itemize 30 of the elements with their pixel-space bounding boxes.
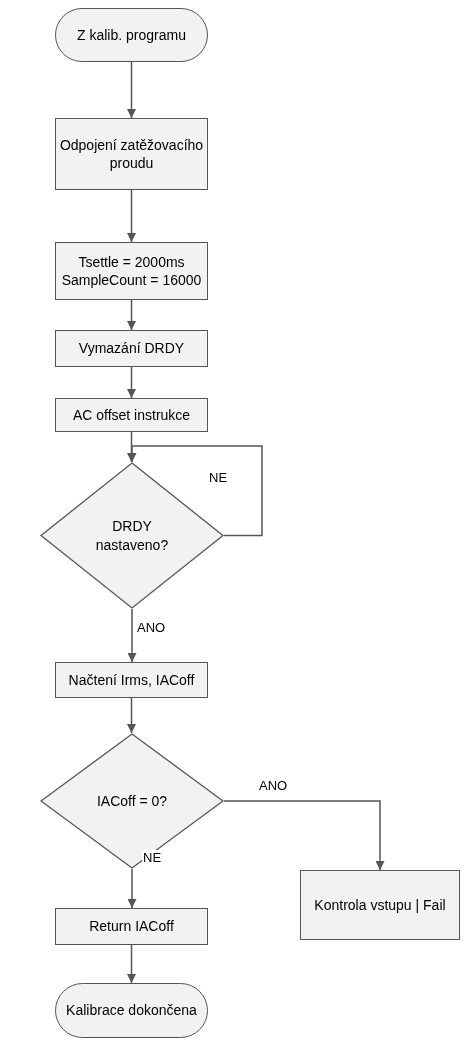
node-text: DRDY nastaveno? <box>94 517 170 554</box>
node-text: Vymazání DRDY <box>77 339 186 358</box>
arrow <box>127 697 136 734</box>
node-text: Z kalib. programu <box>76 25 187 45</box>
arrow <box>127 944 136 984</box>
process-box <box>55 242 208 300</box>
process-box <box>55 330 208 367</box>
process-box <box>300 870 460 940</box>
arrow <box>127 299 136 331</box>
node-text: Kalibrace dokončena <box>65 1001 198 1020</box>
node-text: Return IACoff <box>88 917 175 936</box>
node-text: Tsettle = 2000ms <box>77 252 186 271</box>
process-box <box>55 662 208 698</box>
node-text: SampleCount = 16000 <box>60 271 203 290</box>
node-text: IACoff = 0? <box>95 791 169 811</box>
node-text: Kontrola vstupu | Fail <box>313 895 447 915</box>
process-box <box>55 118 208 190</box>
arrow <box>127 608 137 663</box>
arrow <box>127 366 136 399</box>
arrow <box>127 61 136 119</box>
arrow <box>127 445 263 537</box>
arrow <box>127 189 136 243</box>
process-box <box>55 398 208 432</box>
node-text: Načtení Irms, IACoff <box>67 670 196 690</box>
arrow <box>127 868 137 909</box>
terminator-shape <box>55 8 208 62</box>
process-box <box>55 908 208 945</box>
arrow <box>223 800 385 871</box>
node-text: Odpojení zatěžovacího proudu <box>58 135 205 173</box>
node-text: AC offset instrukce <box>71 405 192 425</box>
